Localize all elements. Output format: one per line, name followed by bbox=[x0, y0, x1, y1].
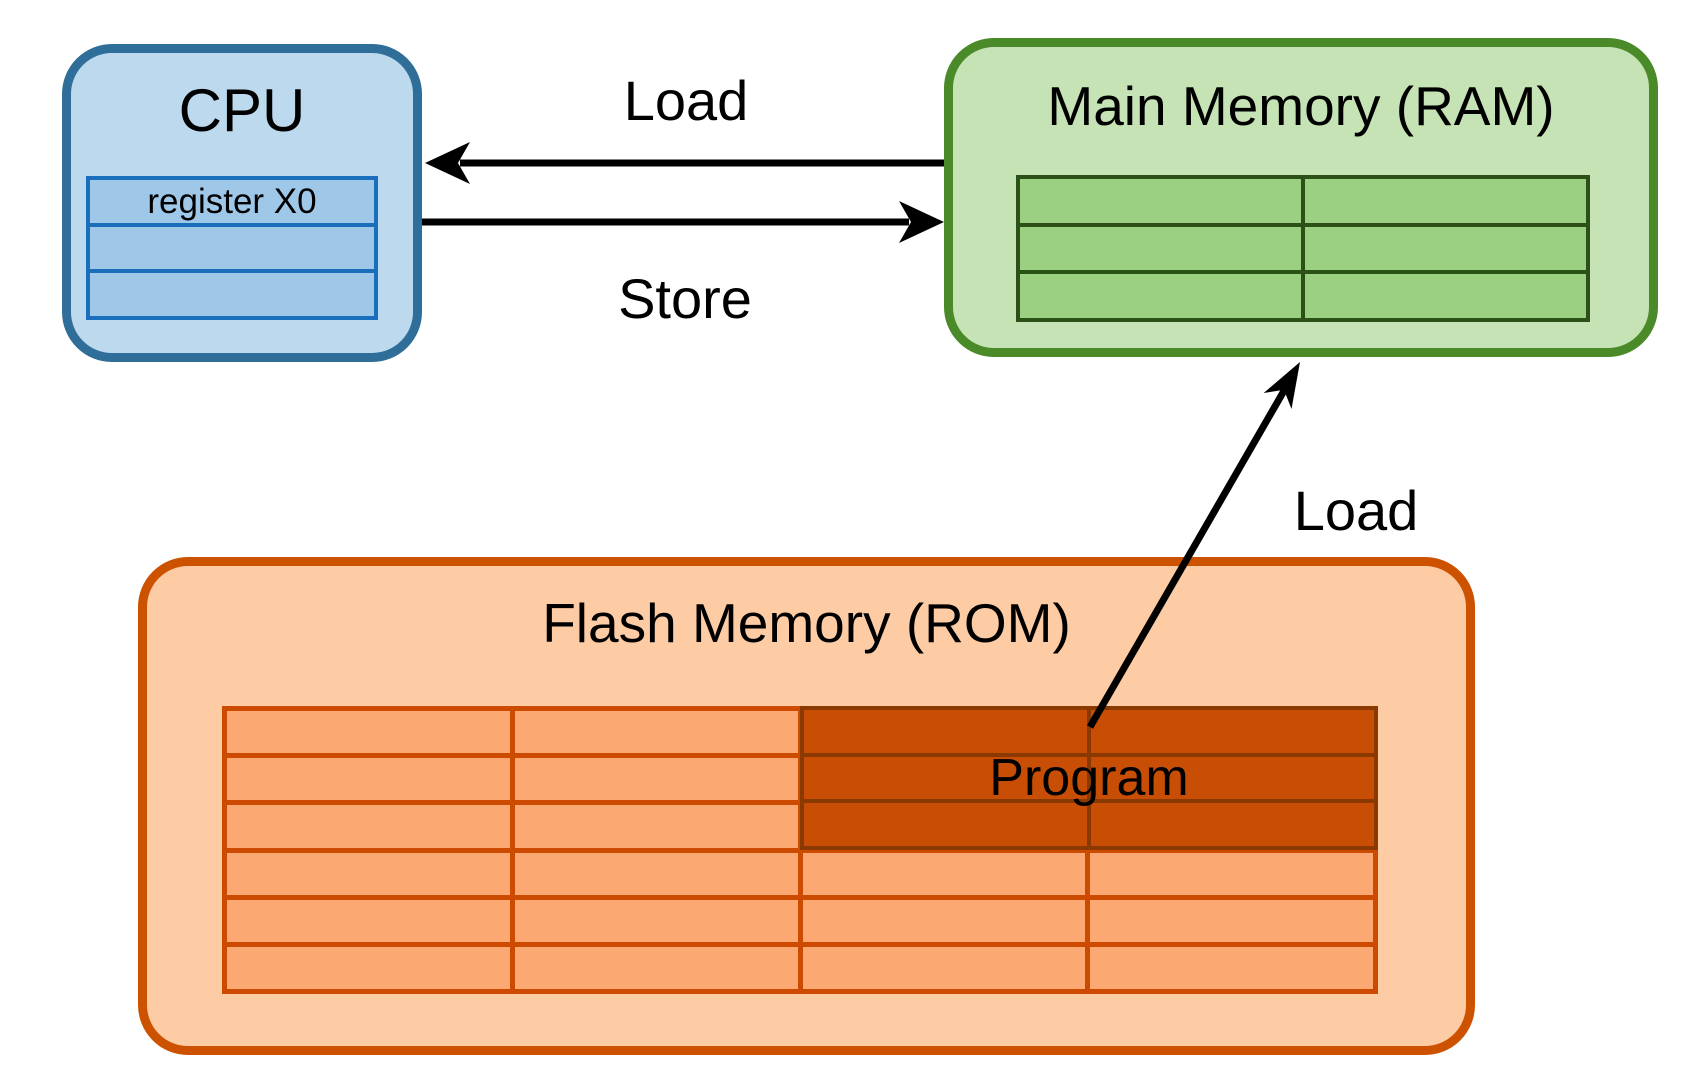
flash-cell bbox=[227, 852, 510, 895]
flash-cell bbox=[514, 758, 798, 801]
cpu-title: CPU bbox=[178, 77, 306, 144]
flash-title: Flash Memory (ROM) bbox=[542, 592, 1071, 654]
program-region bbox=[800, 706, 1378, 850]
ram-cell bbox=[1020, 274, 1301, 318]
program-cell bbox=[1091, 803, 1374, 846]
cpu-box: CPU register X0 bbox=[62, 44, 422, 362]
program-cell bbox=[804, 756, 1087, 800]
flash-box: Flash Memory (ROM) Program bbox=[138, 557, 1475, 1055]
ram-cell-grid bbox=[1016, 175, 1590, 322]
flash-cell bbox=[227, 758, 510, 801]
load-ram-to-cpu-arrow bbox=[425, 142, 944, 184]
flash-cell bbox=[802, 899, 1086, 942]
program-cell bbox=[1091, 756, 1374, 800]
cpu-register-row bbox=[90, 273, 374, 317]
ram-cell bbox=[1020, 179, 1301, 223]
flash-cell bbox=[1090, 899, 1373, 942]
flash-cell bbox=[1090, 852, 1373, 895]
ram-title: Main Memory (RAM) bbox=[1047, 75, 1555, 137]
cpu-register-table: register X0 bbox=[86, 176, 378, 320]
flash-cell bbox=[802, 946, 1086, 989]
store-cpu-to-ram-arrow bbox=[422, 201, 944, 243]
flash-cell bbox=[514, 946, 798, 989]
flash-cell bbox=[227, 899, 510, 942]
ram-cell bbox=[1305, 274, 1586, 318]
store-arrow-label: Store bbox=[618, 267, 752, 330]
flash-cell bbox=[227, 711, 510, 754]
cpu-register-row bbox=[90, 226, 374, 270]
flash-cell bbox=[227, 946, 510, 989]
program-cell bbox=[804, 803, 1087, 846]
load-arrow-label: Load bbox=[623, 69, 749, 132]
ram-cell bbox=[1305, 226, 1586, 271]
load-flash-arrow-label: Load bbox=[1293, 479, 1419, 542]
ram-cell bbox=[1305, 179, 1586, 223]
flash-cell bbox=[227, 805, 510, 848]
flash-cell bbox=[514, 711, 798, 754]
flash-cell bbox=[514, 852, 798, 895]
flash-cell bbox=[802, 852, 1086, 895]
ram-cell bbox=[1020, 226, 1301, 271]
flash-cell bbox=[514, 899, 798, 942]
flash-cell bbox=[514, 805, 798, 848]
ram-box: Main Memory (RAM) bbox=[944, 38, 1658, 357]
program-cell bbox=[1091, 710, 1374, 753]
program-cell bbox=[804, 710, 1087, 753]
cpu-register-row: register X0 bbox=[90, 180, 374, 223]
register-label: register X0 bbox=[147, 181, 317, 221]
flash-cell bbox=[1090, 946, 1373, 989]
